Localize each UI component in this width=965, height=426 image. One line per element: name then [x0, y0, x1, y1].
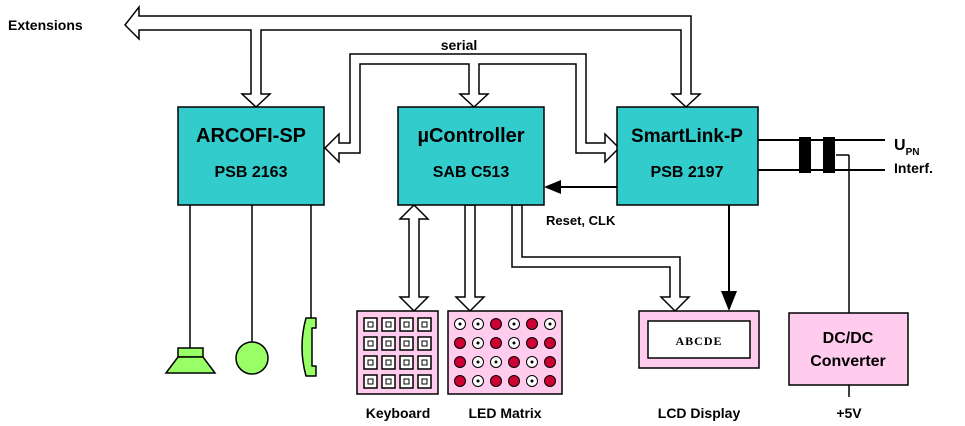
led-dot: [508, 375, 520, 387]
keyboard-key-center: [403, 378, 410, 385]
plus5v-label: +5V: [836, 405, 862, 421]
keyboard-key-center: [385, 340, 392, 347]
dcdc-line1: DC/DC: [823, 330, 874, 347]
keyboard-key-center: [403, 321, 410, 328]
serial-bus: [323, 53, 621, 164]
keyboard-key-center: [367, 340, 374, 347]
lcd-display-label: LCD Display: [658, 405, 741, 421]
keyboard-key-center: [421, 340, 428, 347]
reset-clk-arrowhead: [544, 180, 561, 194]
led-dot: [454, 356, 466, 368]
keyboard-key-center: [403, 359, 410, 366]
upn-label: UPN: [894, 137, 919, 158]
smartlink-lcd-arrowhead: [721, 291, 737, 311]
extensions-bus: [124, 4, 702, 109]
upn-interf-label: Interf.: [894, 160, 933, 176]
led-dot-center: [476, 322, 480, 326]
led-dot-center: [530, 379, 534, 383]
microphone-icon: [235, 341, 269, 375]
led-dot: [526, 318, 538, 330]
keyboard-key-center: [385, 378, 392, 385]
led-dot: [544, 337, 556, 349]
led-dot: [490, 318, 502, 330]
keyboard-key-center: [385, 321, 392, 328]
reset-clk-label: Reset, CLK: [546, 213, 616, 228]
led-matrix-bus: [454, 204, 486, 313]
extensions-label: Extensions: [8, 17, 83, 33]
led-dot: [526, 337, 538, 349]
smartlink-title: SmartLink-P: [631, 126, 743, 147]
arcofi-peripheral-lines: [189, 205, 312, 348]
keyboard-key-center: [385, 359, 392, 366]
dcdc-line2: Converter: [810, 353, 886, 370]
arcofi-part: PSB 2163: [215, 164, 288, 181]
led-dot: [454, 375, 466, 387]
led-dot-center: [458, 322, 462, 326]
led-dot: [544, 356, 556, 368]
keyboard-key-center: [367, 321, 374, 328]
transformer-core-left: [799, 137, 811, 173]
keyboard-key-center: [403, 340, 410, 347]
dcdc-block: DC/DC Converter: [788, 312, 909, 386]
keyboard-label: Keyboard: [366, 405, 431, 421]
led-dot-center: [494, 360, 498, 364]
led-dot-center: [530, 360, 534, 364]
smartlink-block: SmartLink-P PSB 2197: [616, 106, 759, 206]
led-dot-center: [476, 341, 480, 345]
keyboard-key-center: [421, 321, 428, 328]
arcofi-title: ARCOFI-SP: [196, 125, 306, 147]
keyboard-key-center: [421, 378, 428, 385]
led-matrix: [447, 310, 563, 395]
lcd-text: ABCDE: [675, 334, 722, 348]
led-dot: [490, 337, 502, 349]
led-dot-center: [476, 360, 480, 364]
smartlink-part: PSB 2197: [651, 164, 724, 181]
telephone-handset-icon: [301, 317, 317, 377]
controller-part: SAB C513: [433, 164, 510, 181]
keyboard-key-center: [367, 378, 374, 385]
keyboard-key-center: [367, 359, 374, 366]
arcofi-block: ARCOFI-SP PSB 2163: [177, 106, 325, 206]
led-dot-center: [512, 341, 516, 345]
transformer-core-right: [823, 137, 835, 173]
lcd-bus: [511, 204, 691, 313]
controller-block: µController SAB C513: [397, 106, 545, 206]
controller-title: µController: [417, 125, 524, 147]
led-dot: [454, 337, 466, 349]
keyboard-bus: [398, 203, 430, 313]
led-dot-center: [476, 379, 480, 383]
keyboard: [356, 310, 439, 395]
keyboard-key-center: [421, 359, 428, 366]
led-dot: [544, 375, 556, 387]
upn-interface: [758, 137, 885, 313]
led-dot-center: [548, 322, 552, 326]
speaker-icon: [164, 347, 217, 374]
led-dot: [508, 356, 520, 368]
lcd-display: ABCDE: [638, 310, 760, 369]
serial-label: serial: [441, 37, 478, 53]
led-dot: [490, 375, 502, 387]
led-matrix-label: LED Matrix: [468, 405, 541, 421]
led-dot-center: [512, 322, 516, 326]
